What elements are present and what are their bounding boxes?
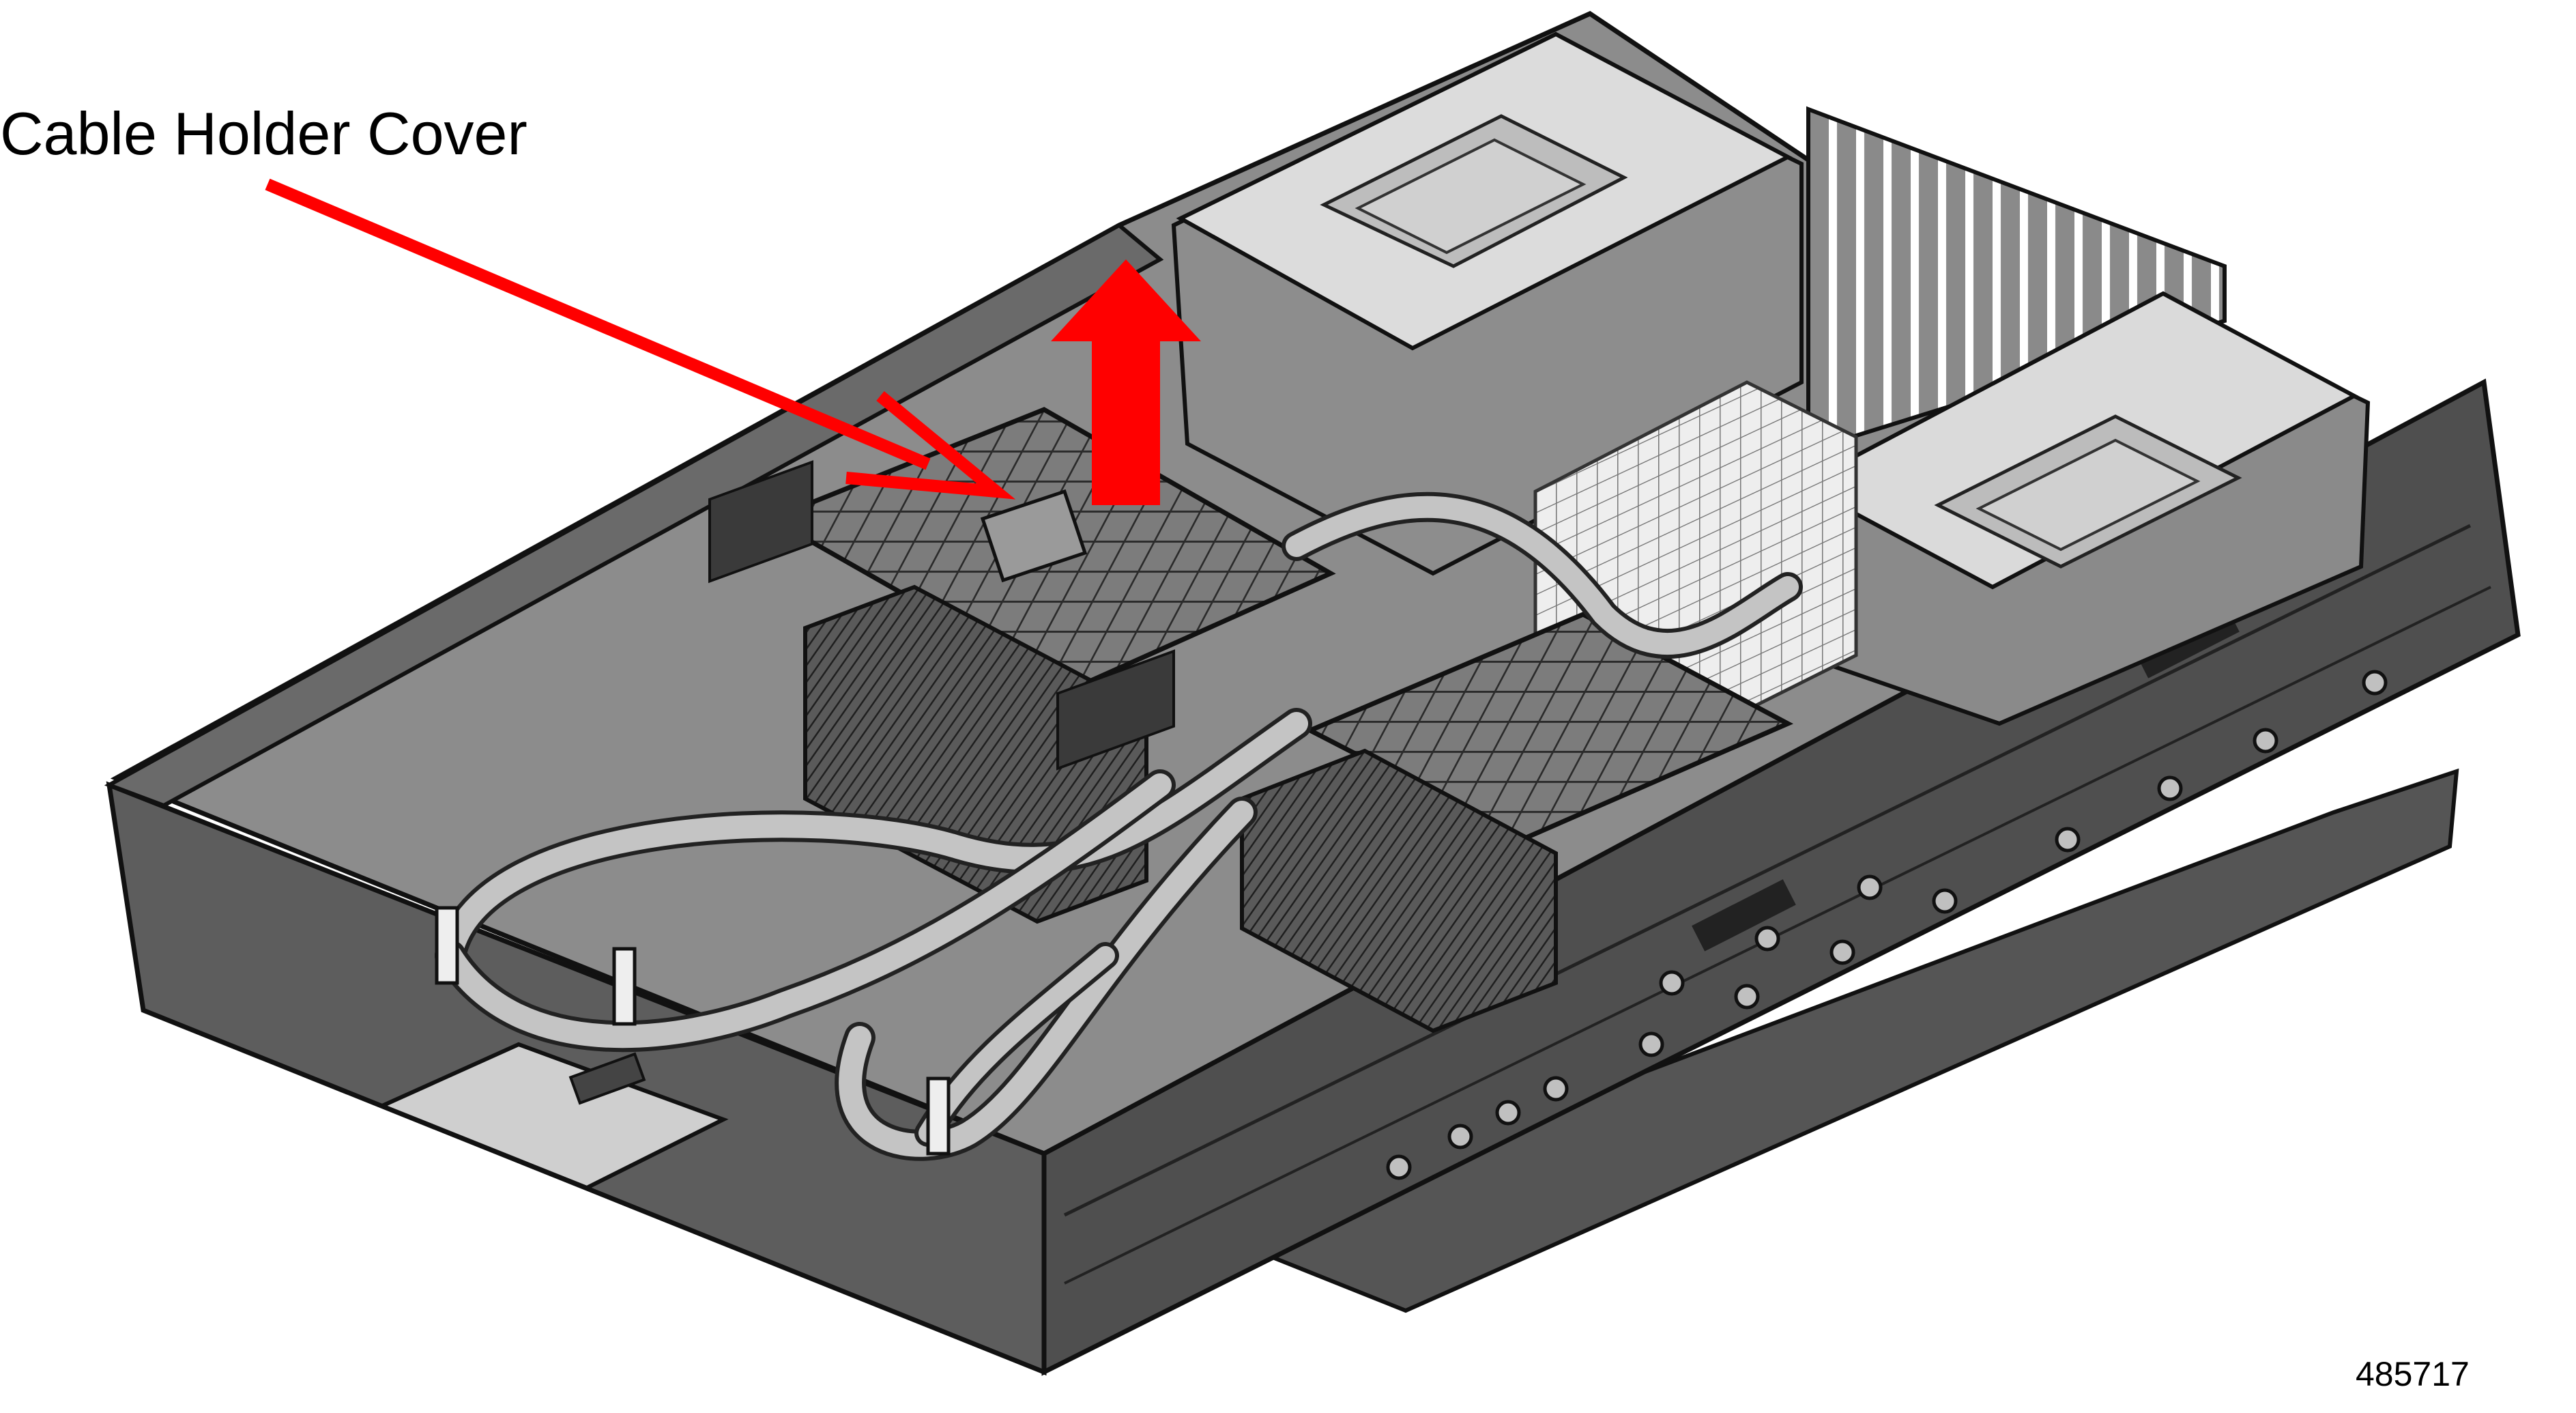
dimm-banks [708,460,1175,771]
front-io-board [377,1042,729,1190]
callout-label: Cable Holder Cover [0,100,527,167]
front-label-plate [1692,879,1796,952]
pci-slot-cover [1806,106,2227,454]
front-wall-bolts [1386,670,2388,1180]
callout-arrow-icon [265,178,1016,500]
cable-clips [435,906,951,1156]
lift-up-arrow-icon [1051,259,1201,505]
figure-id: 485717 [2356,1355,2470,1393]
heatsink-front [1240,748,1558,1033]
chassis-left-wall-top [104,223,1164,808]
